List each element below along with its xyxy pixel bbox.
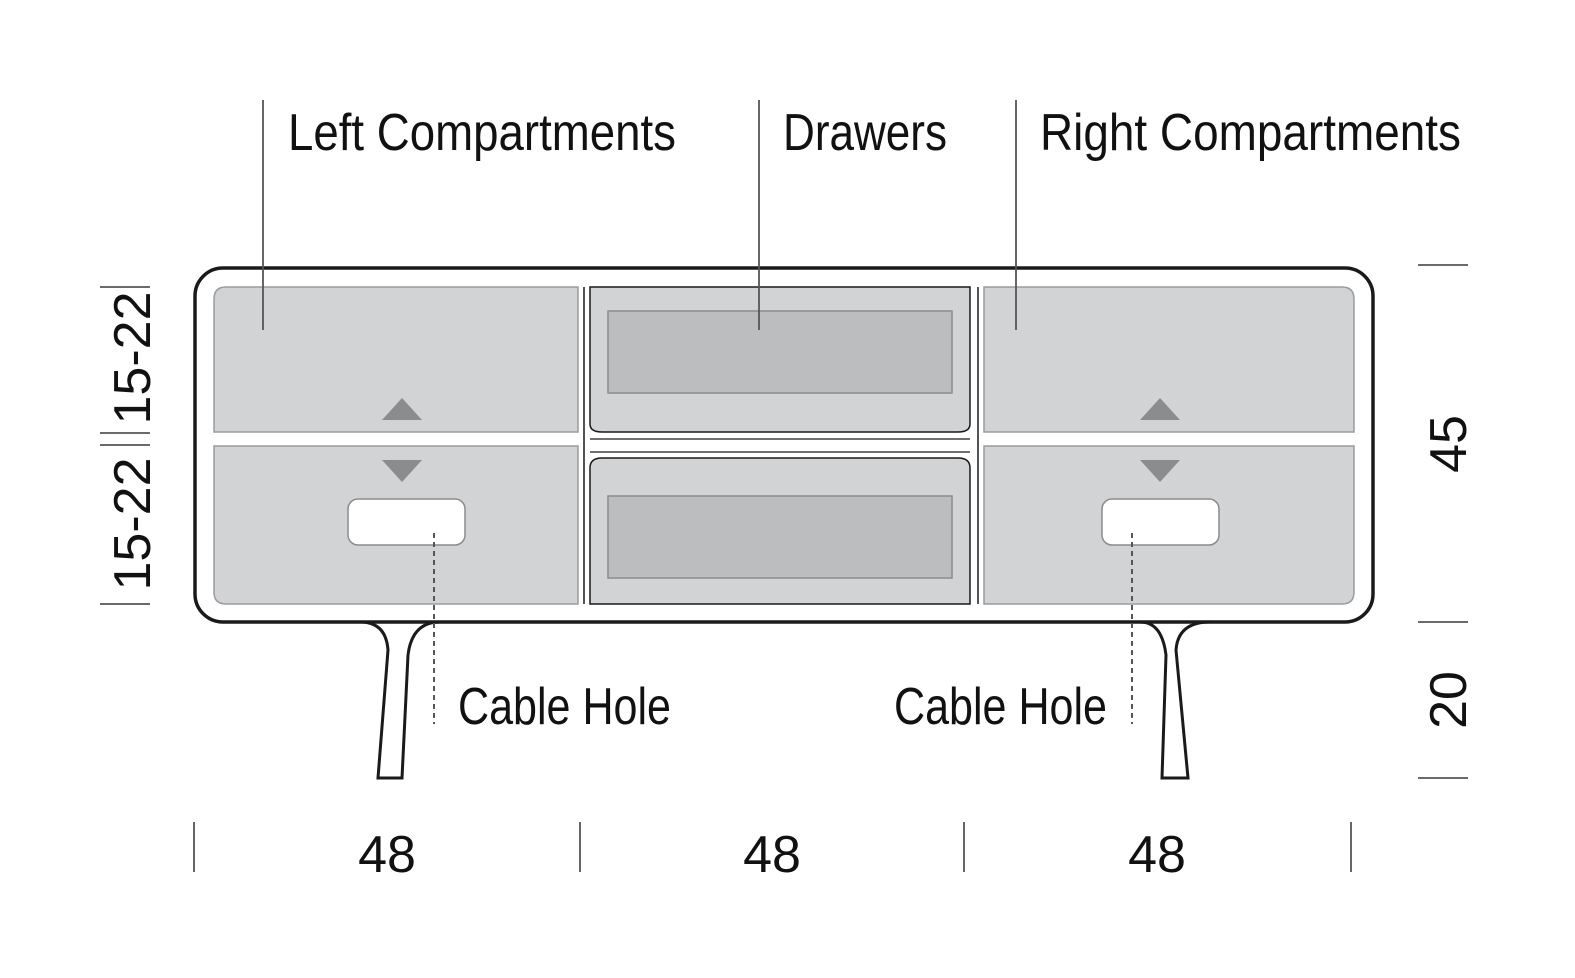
- label-right-compartments: Right Compartments: [1040, 104, 1461, 162]
- dim-compartment-lower: 15-22: [104, 458, 162, 591]
- label-cable-hole-right: Cable Hole: [894, 678, 1107, 736]
- cable-hole-left-icon: [347, 498, 466, 546]
- dim-width-left: 48: [358, 826, 416, 884]
- left-leg: [359, 620, 441, 780]
- dim-height-body: 45: [1420, 415, 1478, 473]
- label-cable-hole-left: Cable Hole: [458, 678, 671, 736]
- cable-hole-right-icon: [1101, 498, 1220, 546]
- lower-drawer-window: [607, 495, 953, 579]
- label-drawers: Drawers: [783, 104, 947, 162]
- dim-compartment-upper: 15-22: [104, 292, 162, 425]
- right-leg: [1139, 620, 1211, 780]
- upper-drawer-window: [607, 310, 953, 394]
- dim-width-middle: 48: [743, 826, 801, 884]
- dim-width-right: 48: [1128, 826, 1186, 884]
- arrow-up-icon: [382, 398, 422, 420]
- right-upper-compartment: [983, 286, 1355, 433]
- arrow-down-icon: [382, 460, 422, 482]
- arrow-up-icon: [1140, 398, 1180, 420]
- arrow-down-icon: [1140, 460, 1180, 482]
- left-upper-compartment: [213, 286, 579, 433]
- label-left-compartments: Left Compartments: [288, 104, 676, 162]
- dim-height-legs: 20: [1420, 671, 1478, 729]
